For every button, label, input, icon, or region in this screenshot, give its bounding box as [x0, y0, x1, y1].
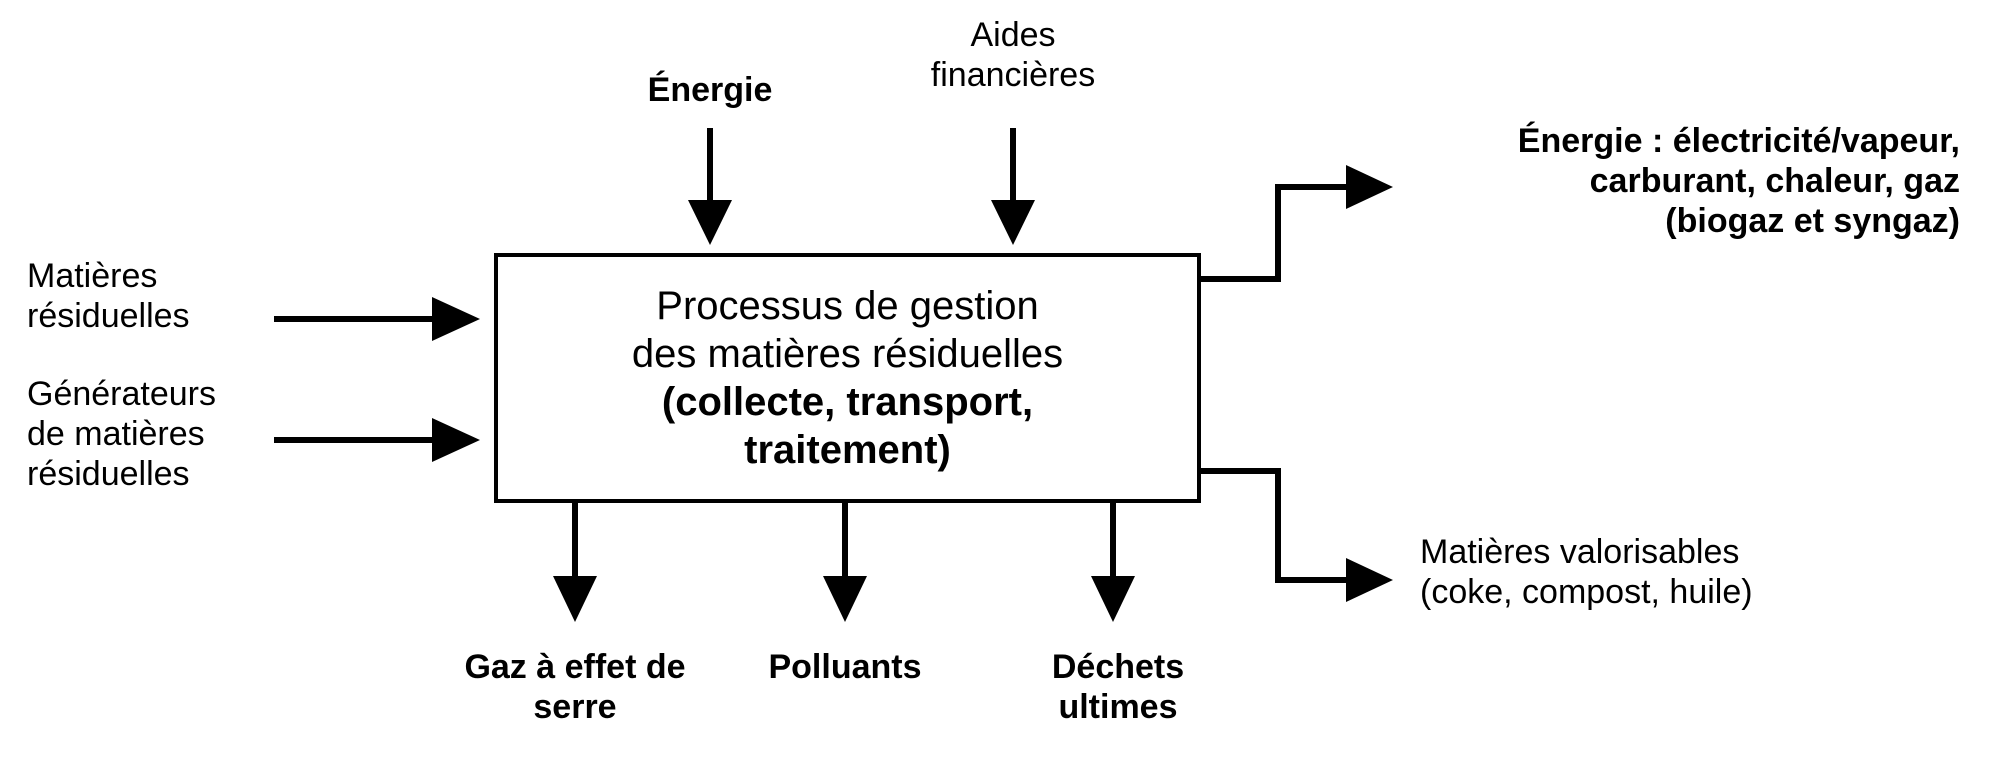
arrow-valorisables-out-shaft — [1201, 468, 1350, 583]
input-matieres-line1: Matières — [27, 257, 158, 295]
input-matieres-line2: résiduelles — [27, 297, 190, 335]
output-ges-line2: serre — [533, 688, 617, 726]
input-energie-label: Énergie — [610, 70, 810, 110]
output-dechets-line1: Déchets — [1051, 648, 1185, 686]
arrow-matieres-in-head — [432, 297, 480, 341]
arrow-aides-in-head — [991, 200, 1035, 245]
arrow-energie-out-shaft — [1201, 184, 1350, 282]
process-box: Processus de gestion des matières résidu… — [494, 253, 1201, 503]
process-title-line2: des matières résiduelles — [631, 332, 1064, 376]
input-aides-label: Aides financières — [888, 15, 1138, 95]
arrow-ges-out-head — [553, 576, 597, 622]
input-generateurs-line3: résiduelles — [27, 455, 190, 493]
output-energie-line2: carburant, chaleur, gaz — [1589, 162, 1960, 200]
output-valorisables-label: Matières valorisables (coke, compost, hu… — [1420, 532, 1753, 612]
arrow-generateurs-in-head — [432, 418, 480, 462]
output-energie-line1: Énergie : électricité/vapeur, — [1517, 122, 1960, 160]
arrow-dechets-out-head — [1091, 576, 1135, 622]
arrow-energie-in-head — [688, 200, 732, 245]
output-polluants-text: Polluants — [768, 648, 922, 686]
output-ges-line1: Gaz à effet de — [464, 648, 686, 686]
process-detail-line2: traitement) — [744, 428, 951, 472]
output-ges-label: Gaz à effet de serre — [415, 647, 735, 727]
output-valorisables-line2: (coke, compost, huile) — [1420, 573, 1753, 611]
process-title-line1: Processus de gestion — [656, 284, 1039, 328]
input-energie-text: Énergie — [647, 71, 773, 109]
output-energie-label: Énergie : électricité/vapeur, carburant,… — [1380, 121, 1960, 241]
input-matieres-label: Matières résiduelles — [27, 256, 190, 336]
output-polluants-label: Polluants — [725, 647, 965, 687]
input-generateurs-label: Générateurs de matières résiduelles — [27, 374, 216, 494]
input-aides-line2: financières — [930, 56, 1096, 94]
output-dechets-label: Déchets ultimes — [1003, 647, 1233, 727]
input-aides-line1: Aides — [970, 16, 1056, 54]
output-valorisables-line1: Matières valorisables — [1420, 533, 1740, 571]
output-energie-line3: (biogaz et syngaz) — [1665, 202, 1960, 240]
arrow-energie-out-head — [1346, 165, 1393, 209]
arrow-valorisables-out-head — [1346, 558, 1393, 602]
input-generateurs-line2: de matières — [27, 415, 205, 453]
input-generateurs-line1: Générateurs — [27, 375, 216, 413]
arrow-polluants-out-head — [823, 576, 867, 622]
output-dechets-line2: ultimes — [1058, 688, 1178, 726]
process-detail-line1: (collecte, transport, — [661, 380, 1034, 424]
